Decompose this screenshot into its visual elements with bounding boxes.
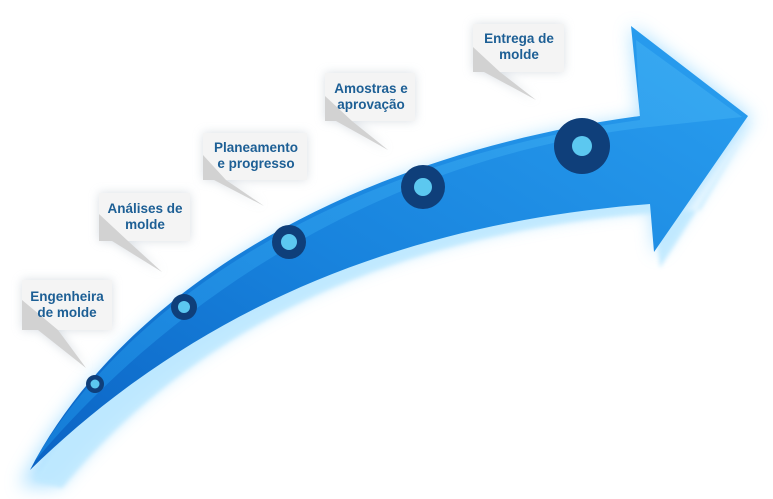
callout-step-3: Planeamento e progresso <box>203 133 307 206</box>
step-marker-2 <box>171 294 197 320</box>
callout-step-2-line2: molde <box>125 217 165 232</box>
callout-step-5: Entrega de molde <box>473 24 564 100</box>
arrow-rim <box>34 122 752 488</box>
callout-step-2-line1: Análises de <box>107 201 183 216</box>
callout-step-3-line2: e progresso <box>217 156 294 171</box>
step-marker-5 <box>554 118 610 174</box>
callout-step-1: Engenheira de molde <box>22 280 112 368</box>
callout-step-4-line1: Amostras e <box>334 81 408 96</box>
callout-step-1-line2: de molde <box>37 305 97 320</box>
callout-step-4: Amostras e aprovação <box>325 73 415 150</box>
step-marker-3 <box>272 225 306 259</box>
callout-step-2: Análises de molde <box>99 193 190 272</box>
step-marker-1 <box>86 375 104 393</box>
step-marker-4 <box>401 165 445 209</box>
callout-step-4-line2: aprovação <box>337 97 405 112</box>
arrow-highlight <box>34 40 742 462</box>
callout-step-5-line2: molde <box>499 47 539 62</box>
callout-step-5-line1: Entrega de <box>484 31 554 46</box>
callout-step-1-line1: Engenheira <box>30 289 104 304</box>
callout-step-3-line1: Planeamento <box>214 140 298 155</box>
